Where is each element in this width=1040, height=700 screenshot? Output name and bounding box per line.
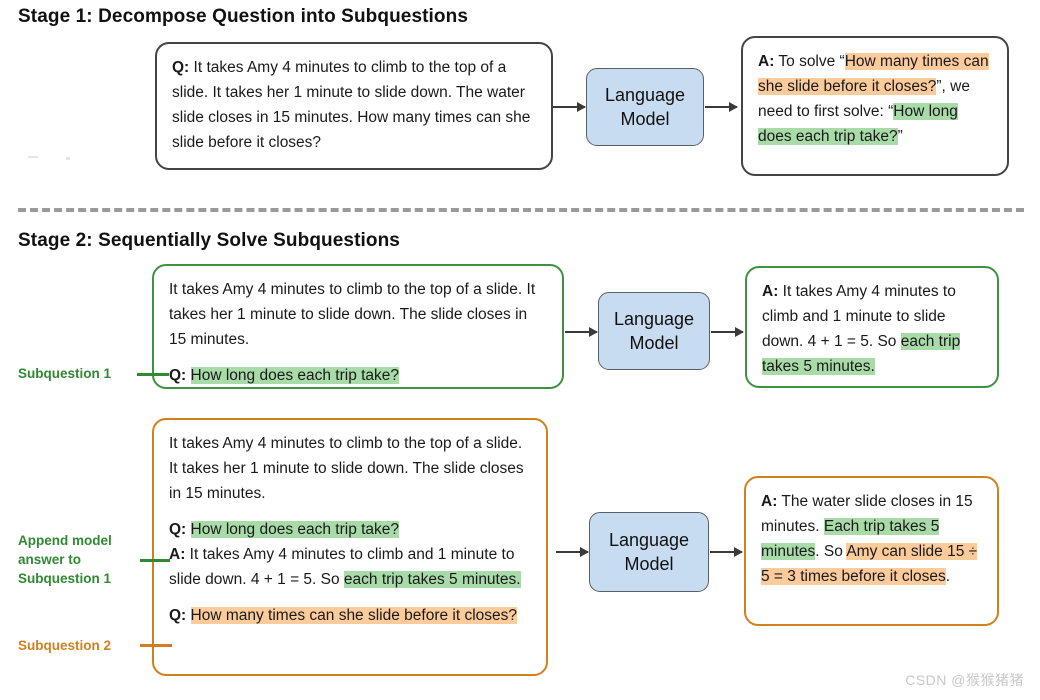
row2-a-seg-3: . bbox=[945, 568, 951, 585]
leader-line-subquestion-2 bbox=[140, 644, 172, 647]
row2-a1-seg-1: It takes Amy 4 minutes to climb and 1 mi… bbox=[169, 546, 515, 588]
row2-prior-qa: Q: How long does each trip take? A: It t… bbox=[169, 517, 531, 592]
annotation-append-label: Append model answer to Subquestion 1 bbox=[18, 533, 112, 586]
arrow-model-to-answer-3 bbox=[710, 547, 743, 557]
row2-a1-prefix: A: bbox=[169, 546, 186, 563]
stage1-question-box: Q: It takes Amy 4 minutes to climb to th… bbox=[155, 42, 553, 170]
arrow-prompt-to-model-2 bbox=[565, 327, 598, 337]
row2-answer-text: A: The water slide closes in 15 minutes.… bbox=[761, 489, 982, 589]
lm-label-line2: Model bbox=[624, 554, 674, 574]
row1-q-highlight: How long does each trip take? bbox=[190, 367, 400, 384]
row2-q2-highlight: How many times can she slide before it c… bbox=[190, 607, 518, 624]
question-body: It takes Amy 4 minutes to climb to the t… bbox=[172, 59, 531, 151]
annotation-subquestion-2-label: Subquestion 2 bbox=[18, 638, 112, 653]
stage2-row1-answer-box: A: It takes Amy 4 minutes to climb and 1… bbox=[745, 266, 999, 388]
row1-subquestion-line: Q: How long does each trip take? bbox=[169, 363, 547, 388]
arrow-question-to-model-1 bbox=[553, 102, 586, 112]
stage1-answer-box: A: To solve “How many times can she slid… bbox=[741, 36, 1009, 176]
row1-a-prefix: A: bbox=[762, 283, 779, 300]
row1-context-text: It takes Amy 4 minutes to climb to the t… bbox=[169, 281, 536, 348]
arrow-model-to-answer-1 bbox=[705, 102, 738, 112]
lm-label-line2: Model bbox=[620, 109, 670, 129]
stage1-answer-text: A: To solve “How many times can she slid… bbox=[758, 49, 992, 149]
scan-artifact-2 bbox=[66, 157, 70, 160]
scan-artifact-1 bbox=[28, 156, 38, 158]
leader-line-subquestion-1 bbox=[137, 373, 169, 376]
stage2-row2-language-model-box: Language Model bbox=[589, 512, 709, 592]
annotation-subquestion-2: Subquestion 2 bbox=[18, 636, 140, 655]
row2-context-text: It takes Amy 4 minutes to climb to the t… bbox=[169, 435, 524, 502]
annotation-subquestion-1: Subquestion 1 bbox=[18, 364, 138, 383]
stage1-question-text: Q: It takes Amy 4 minutes to climb to th… bbox=[172, 55, 536, 155]
watermark: CSDN @猴猴猪猪 bbox=[905, 672, 1024, 688]
lm-label-line2: Model bbox=[629, 333, 679, 353]
stage-divider bbox=[18, 208, 1024, 212]
row1-q-prefix: Q: bbox=[169, 367, 187, 384]
answer-prefix: A: bbox=[758, 53, 775, 70]
row2-q2-prefix: Q: bbox=[169, 607, 187, 624]
question-prefix: Q: bbox=[172, 59, 190, 76]
lm-label-line1: Language bbox=[604, 85, 686, 105]
lm-label-line1: Language bbox=[613, 309, 695, 329]
answer-seg-3: ” bbox=[897, 128, 903, 145]
row2-a-seg-1: The water slide closes in 15 minutes. bbox=[761, 493, 973, 535]
answer-seg-2: ”, we need to first solve: “ bbox=[758, 78, 970, 120]
stage2-row2-prompt-box: It takes Amy 4 minutes to climb to the t… bbox=[152, 418, 548, 676]
stage-2-title: Stage 2: Sequentially Solve Subquestions bbox=[18, 230, 400, 251]
arrow-model-to-answer-2 bbox=[711, 327, 744, 337]
stage2-row1-language-model-box: Language Model bbox=[598, 292, 710, 370]
row1-a-seg-1: It takes Amy 4 minutes to climb and 1 mi… bbox=[762, 283, 956, 350]
stage2-row2-answer-box: A: The water slide closes in 15 minutes.… bbox=[744, 476, 999, 626]
leader-line-append bbox=[140, 559, 170, 562]
row2-a-prefix: A: bbox=[761, 493, 778, 510]
annotation-subquestion-1-label: Subquestion 1 bbox=[18, 366, 112, 381]
row1-answer-text: A: It takes Amy 4 minutes to climb and 1… bbox=[762, 279, 982, 379]
row2-subquestion-2-line: Q: How many times can she slide before i… bbox=[169, 603, 531, 628]
lm-label-line1: Language bbox=[608, 530, 690, 550]
stage2-row1-prompt-box: It takes Amy 4 minutes to climb to the t… bbox=[152, 264, 564, 389]
row2-q1-highlight: How long does each trip take? bbox=[190, 521, 400, 538]
stage1-language-model-box: Language Model bbox=[586, 68, 704, 146]
answer-seg-1: To solve “ bbox=[774, 53, 845, 70]
row2-a-seg-2: . So bbox=[815, 543, 847, 560]
arrow-prompt-to-model-3 bbox=[556, 547, 589, 557]
annotation-append-model-answer: Append model answer to Subquestion 1 bbox=[18, 531, 140, 588]
stage-1-title: Stage 1: Decompose Question into Subques… bbox=[18, 6, 468, 27]
row2-a1-highlight: each trip takes 5 minutes. bbox=[343, 571, 521, 588]
row2-q1-prefix: Q: bbox=[169, 521, 187, 538]
